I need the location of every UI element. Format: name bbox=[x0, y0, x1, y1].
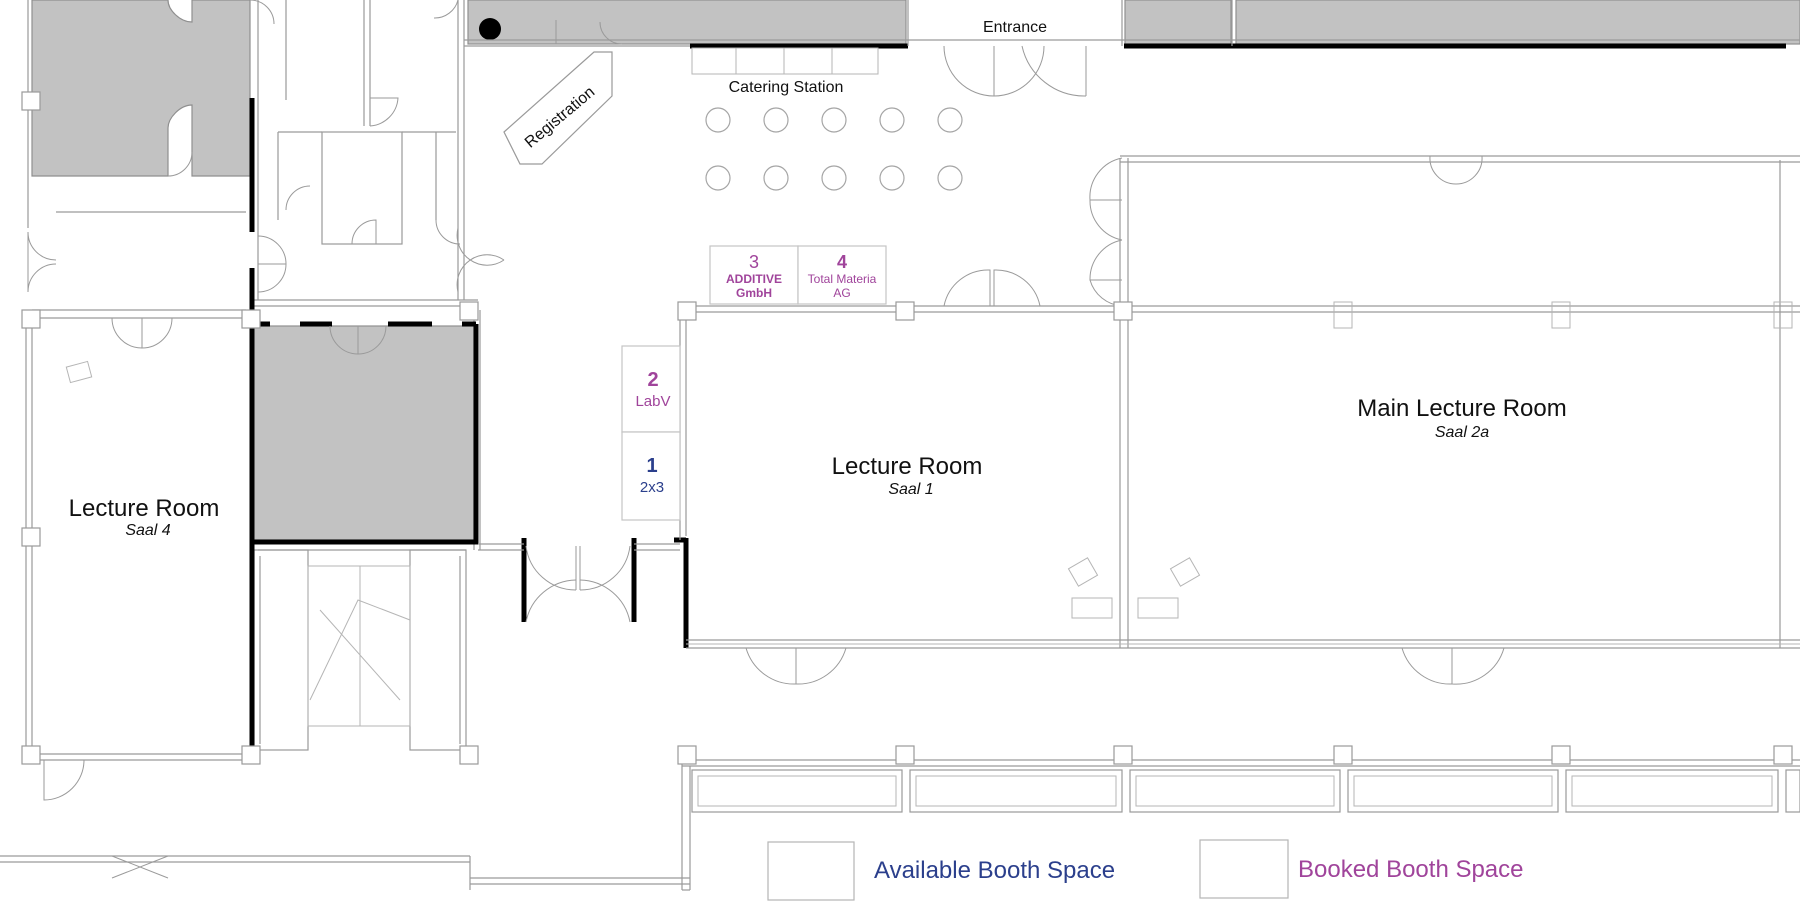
catering-table bbox=[763, 107, 789, 133]
booth-4-name-line2: AG bbox=[833, 286, 850, 300]
catering-table bbox=[821, 165, 847, 191]
catering-table bbox=[937, 107, 963, 133]
registration-label: Registration bbox=[522, 84, 598, 152]
entrance-label: Entrance bbox=[983, 19, 1047, 36]
legend-booked-label: Booked Booth Space bbox=[1298, 856, 1524, 883]
registration-desk: Registration bbox=[503, 51, 613, 165]
room-saal-2a: Main Lecture Room Saal 2a bbox=[1357, 395, 1566, 441]
booth-2-number: 2 bbox=[647, 369, 658, 391]
catering-table bbox=[879, 165, 905, 191]
room-subtitle: Saal 2a bbox=[1435, 424, 1489, 441]
booth-3-number: 3 bbox=[749, 252, 759, 272]
booth-1-name: 2x3 bbox=[640, 479, 664, 496]
room-title: Lecture Room bbox=[69, 495, 220, 522]
room-title: Lecture Room bbox=[832, 453, 983, 480]
booth-2[interactable]: 2 LabV bbox=[621, 345, 681, 433]
thick-walls bbox=[249, 43, 1786, 756]
room-subtitle: Saal 1 bbox=[888, 481, 933, 498]
catering-table bbox=[763, 165, 789, 191]
legend: Available Booth Space Booked Booth Space bbox=[767, 839, 1524, 901]
booth-3-name-line1: ADDITIVE bbox=[726, 272, 782, 286]
booth-1-number: 1 bbox=[646, 455, 657, 477]
room-subtitle: Saal 4 bbox=[125, 522, 170, 539]
booth-4-name-line1: Total Materia bbox=[808, 272, 877, 286]
booth-3-name-line2: GmbH bbox=[736, 286, 772, 300]
doors bbox=[27, 0, 1505, 879]
legend-available-swatch bbox=[767, 841, 855, 901]
room-title: Main Lecture Room bbox=[1357, 395, 1566, 422]
grey-areas bbox=[31, 0, 1800, 541]
booth-4[interactable]: 4 Total Materia AG bbox=[797, 245, 887, 305]
legend-available-label: Available Booth Space bbox=[874, 857, 1115, 884]
booth-2-name: LabV bbox=[635, 393, 670, 410]
catering-table bbox=[879, 107, 905, 133]
booth-4-number: 4 bbox=[837, 252, 847, 272]
catering-table bbox=[937, 165, 963, 191]
catering-table bbox=[705, 107, 731, 133]
legend-booked-swatch bbox=[1199, 839, 1289, 899]
catering-table bbox=[821, 107, 847, 133]
room-saal-4: Lecture Room Saal 4 bbox=[69, 495, 220, 539]
catering-table bbox=[705, 165, 731, 191]
catering-station-label: Catering Station bbox=[729, 79, 844, 96]
booth-1[interactable]: 1 2x3 bbox=[621, 431, 681, 521]
catering-tables bbox=[705, 107, 963, 191]
columns bbox=[21, 91, 1793, 765]
room-saal-1: Lecture Room Saal 1 bbox=[832, 453, 983, 498]
booth-3[interactable]: 3 ADDITIVE GmbH bbox=[709, 245, 799, 305]
column-dot bbox=[479, 18, 501, 40]
